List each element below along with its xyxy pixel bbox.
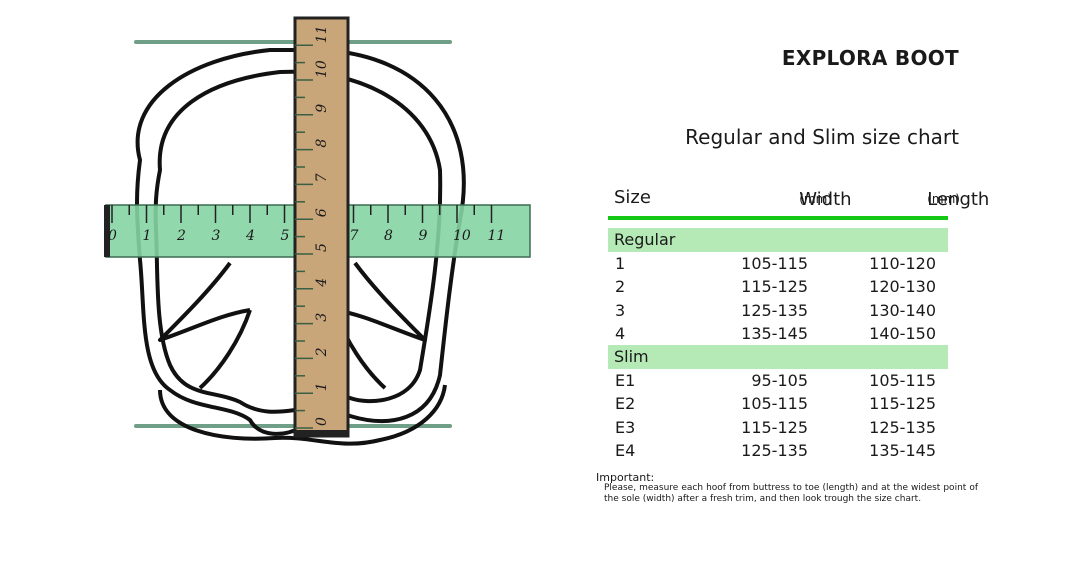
length-ruler-label: 4 xyxy=(314,278,330,288)
cell-length: 115-125 xyxy=(869,394,936,414)
cell-length: 110-120 xyxy=(869,254,936,273)
length-ruler-label: 6 xyxy=(314,208,330,217)
brand-title: EXPLORA BOOT xyxy=(781,46,959,70)
header-length-label: Length xyxy=(927,189,990,210)
cell-size: E2 xyxy=(615,394,636,414)
important-text: Please, measure each hoof from buttress … xyxy=(604,483,978,504)
table-row: 1 105-115 110-120 xyxy=(608,252,948,275)
table-row: E2 105-115 115-125 xyxy=(608,392,948,415)
group-slim: Slim xyxy=(608,345,948,370)
cell-length: 130-140 xyxy=(869,300,936,320)
header-width: Width (mm) xyxy=(799,187,851,210)
length-ruler-label: 3 xyxy=(314,313,330,322)
table-row: E4 125-135 135-145 xyxy=(608,439,948,462)
length-ruler-label: 0 xyxy=(314,417,330,426)
cell-size: 3 xyxy=(615,300,626,320)
width-ruler-label: 1 xyxy=(143,228,152,244)
length-ruler: 0 1 2 3 4 5 6 7 8 9 10 11 xyxy=(293,16,350,438)
cell-width: 105-115 xyxy=(741,394,808,414)
group-regular: Regular xyxy=(608,228,948,252)
length-ruler-label: 9 xyxy=(314,104,330,113)
width-ruler-label: 5 xyxy=(281,228,290,244)
cell-size: E1 xyxy=(615,371,636,391)
cell-width: 125-135 xyxy=(741,300,808,320)
width-ruler-label: 0 xyxy=(108,228,117,244)
header-width-label: Width xyxy=(799,189,852,210)
length-ruler-label: 11 xyxy=(314,25,330,43)
important-title: Important: xyxy=(596,471,655,484)
width-ruler-label: 3 xyxy=(212,228,221,244)
cell-width: 95-105 xyxy=(751,371,808,391)
length-ruler-label: 8 xyxy=(314,139,330,148)
cell-size: 1 xyxy=(615,254,626,273)
cell-length: 105-115 xyxy=(869,371,936,391)
length-ruler-label: 7 xyxy=(314,173,330,182)
table-row: 2 115-125 120-130 xyxy=(608,275,948,298)
cell-width: 135-145 xyxy=(741,323,808,343)
cell-width: 125-135 xyxy=(741,441,808,461)
header-size: Size xyxy=(614,187,651,208)
size-table: Size Width (mm) Length (mm) Regular 1 105… xyxy=(608,185,989,462)
chart-subtitle: Regular and Slim size chart xyxy=(685,125,959,149)
cell-length: 125-135 xyxy=(869,417,936,437)
length-ruler-label: 1 xyxy=(314,382,330,391)
cell-length: 135-145 xyxy=(869,441,936,461)
cell-width: 105-115 xyxy=(741,254,808,273)
header-length-unit: (mm) xyxy=(927,192,960,206)
cell-length: 140-150 xyxy=(869,323,936,343)
length-ruler-label: 5 xyxy=(314,243,330,252)
cell-size: E3 xyxy=(615,417,636,437)
cell-size: 4 xyxy=(615,323,626,343)
cell-width: 115-125 xyxy=(741,277,808,297)
cell-length: 120-130 xyxy=(869,277,936,297)
header-length: Length (mm) xyxy=(927,187,989,210)
length-ruler-label: 10 xyxy=(314,60,330,78)
header-width-unit: (mm) xyxy=(799,192,832,206)
important-note: Important: Please, measure each hoof fro… xyxy=(596,472,978,505)
width-ruler-label: 11 xyxy=(488,228,506,244)
width-ruler-label: 4 xyxy=(245,228,255,244)
cell-size: 2 xyxy=(615,277,626,297)
length-ruler-label: 2 xyxy=(314,347,330,357)
table-header: Size Width (mm) Length (mm) xyxy=(608,185,989,215)
table-row: E3 115-125 125-135 xyxy=(608,416,948,439)
header-divider xyxy=(608,216,948,220)
width-ruler-label: 9 xyxy=(419,228,428,244)
table-row: 4 135-145 140-150 xyxy=(608,322,948,345)
width-ruler-label: 7 xyxy=(350,228,359,244)
cell-width: 115-125 xyxy=(741,417,808,437)
width-ruler-label: 10 xyxy=(453,228,471,244)
table-row: 3 125-135 130-140 xyxy=(608,299,948,322)
cell-size: E4 xyxy=(615,441,636,461)
width-ruler-label: 2 xyxy=(176,228,186,244)
table-row: E1 95-105 105-115 xyxy=(608,369,948,392)
width-ruler-label: 8 xyxy=(384,228,393,244)
